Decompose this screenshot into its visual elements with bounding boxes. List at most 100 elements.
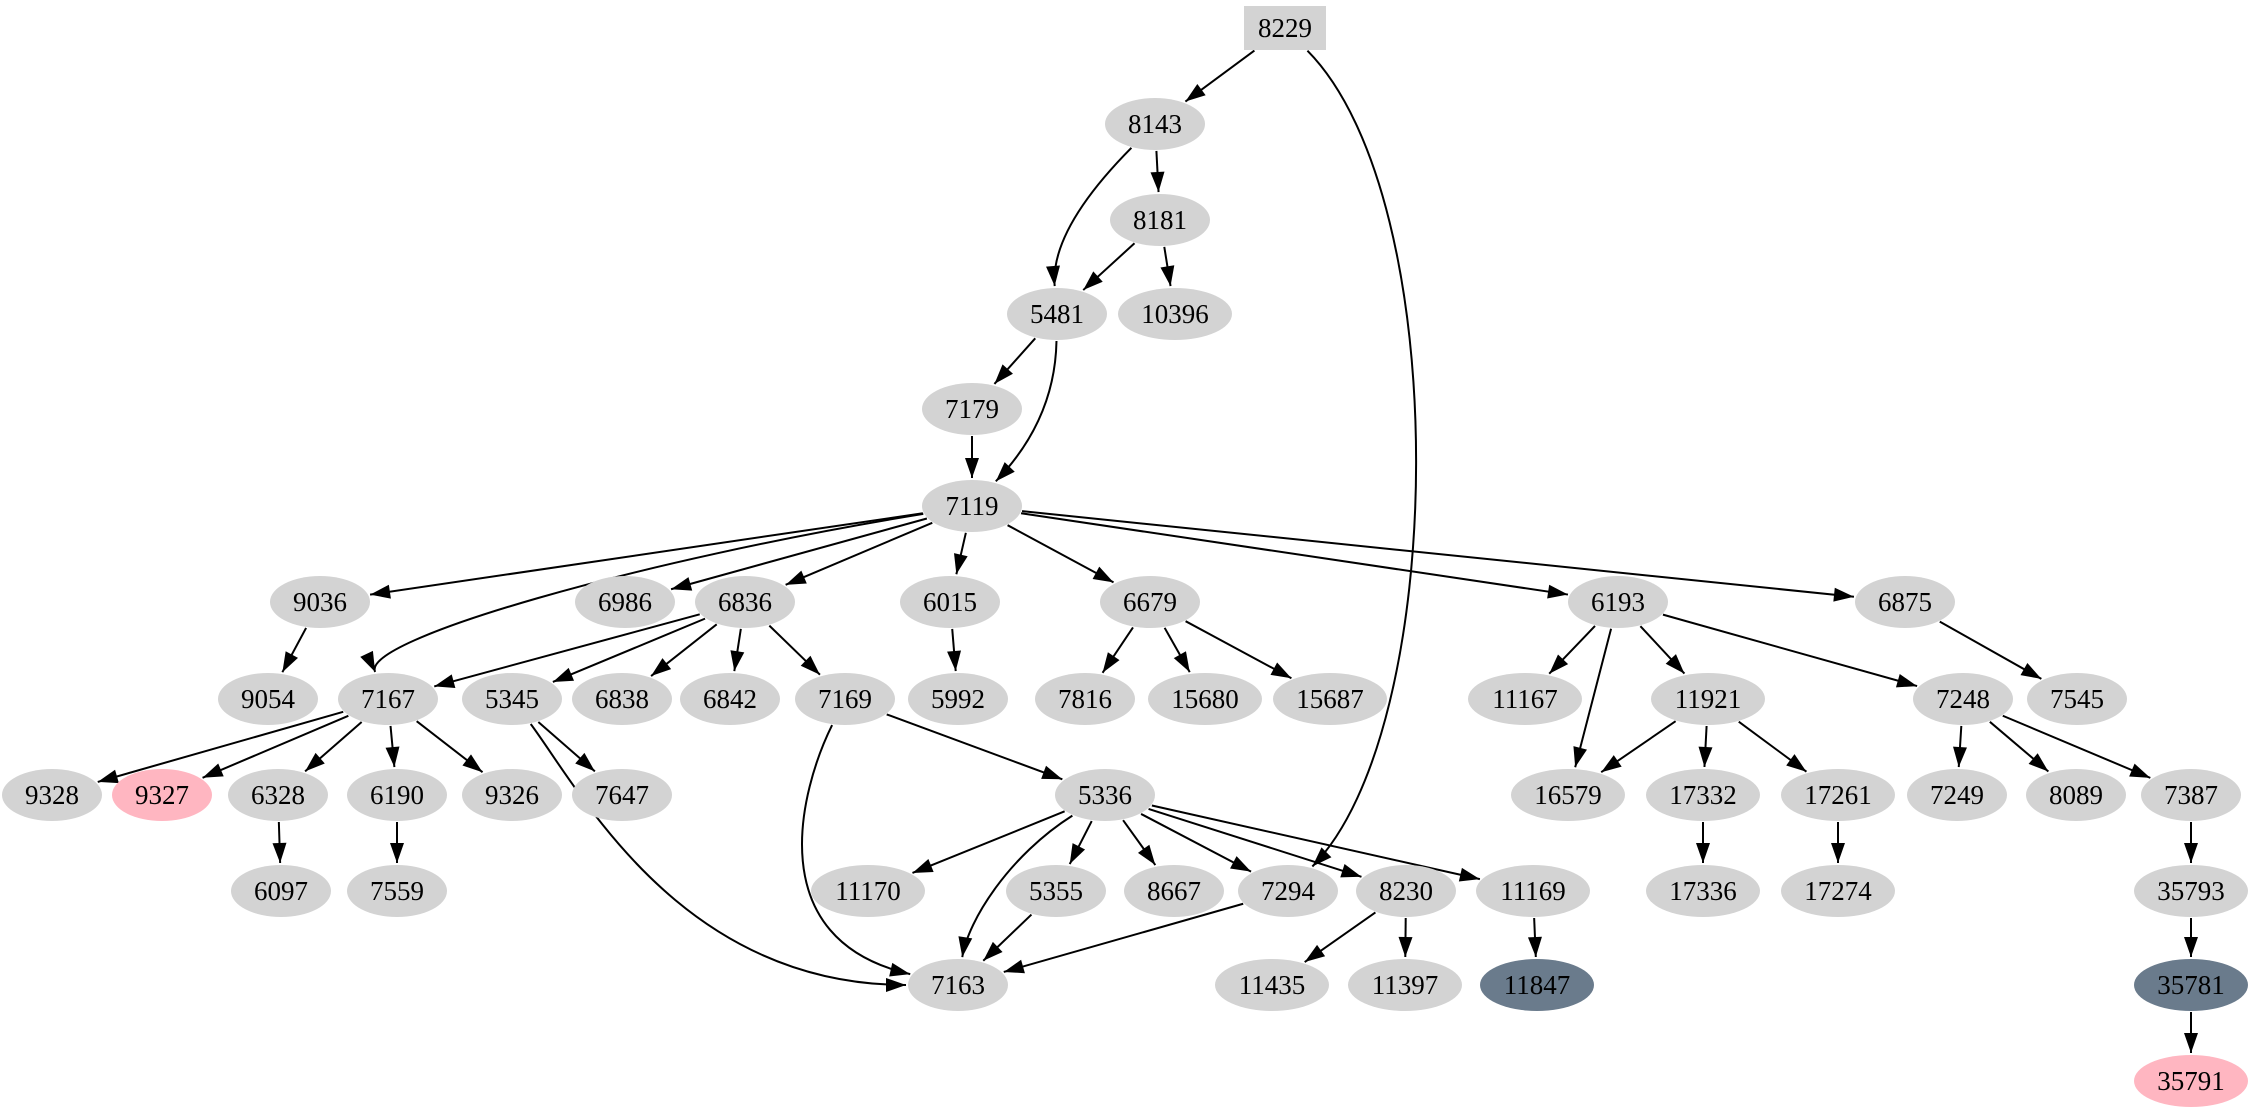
- graph-edge-11921-17261: [1738, 720, 1808, 773]
- graph-edge-6679-15687: [1185, 620, 1292, 680]
- graph-edge-5336-11170: [912, 810, 1066, 874]
- node-ellipse-shape: [462, 769, 562, 821]
- graph-node-8230: 8230: [1356, 865, 1456, 917]
- node-ellipse-shape: [1907, 769, 2007, 821]
- node-ellipse-shape: [1100, 576, 1200, 628]
- graph-node-7167: 7167: [338, 673, 438, 725]
- graph-node-15680: 15680: [1148, 673, 1262, 725]
- node-ellipse-shape: [572, 769, 672, 821]
- graph-node-35781: 35781: [2134, 959, 2248, 1011]
- graph-edge-8230-11435: [1304, 911, 1376, 963]
- node-ellipse-shape: [1118, 288, 1232, 340]
- graph-node-11169: 11169: [1476, 865, 1590, 917]
- node-ellipse-shape: [922, 383, 1022, 435]
- node-ellipse-shape: [1855, 576, 1955, 628]
- graph-edge-6193-7248: [1662, 613, 1918, 688]
- node-ellipse-shape: [1511, 769, 1625, 821]
- graph-edge-7248-7249: [1953, 725, 1967, 768]
- node-ellipse-shape: [1468, 673, 1582, 725]
- graph-edge-7119-6875: [1021, 510, 1855, 602]
- graph-node-7248: 7248: [1913, 673, 2013, 725]
- node-ellipse-shape: [2027, 673, 2127, 725]
- graph-node-5481: 5481: [1007, 288, 1107, 340]
- graph-edge-8143-8181: [1150, 150, 1165, 193]
- graph-node-5355: 5355: [1006, 865, 1106, 917]
- node-ellipse-shape: [2026, 769, 2126, 821]
- graph-edge-7119-6986: [670, 517, 928, 591]
- graph-node-35791: 35791: [2134, 1055, 2248, 1107]
- graph-node-7169: 7169: [795, 673, 895, 725]
- node-ellipse-shape: [1781, 865, 1895, 917]
- graph-edge-7167-9327: [202, 714, 349, 779]
- node-ellipse-shape: [338, 673, 438, 725]
- node-ellipse-shape: [1913, 673, 2013, 725]
- graph-edge-6015-5992: [947, 628, 962, 672]
- graph-edge-7169-7163: [801, 724, 911, 977]
- node-ellipse-shape: [2134, 1055, 2248, 1107]
- node-ellipse-shape: [1480, 959, 1594, 1011]
- node-ellipse-shape: [1651, 673, 1765, 725]
- graph-edge-11921-17332: [1698, 725, 1713, 768]
- graph-node-35793: 35793: [2134, 865, 2248, 917]
- node-ellipse-shape: [228, 769, 328, 821]
- node-ellipse-shape: [1568, 576, 1668, 628]
- node-ellipse-shape: [900, 576, 1000, 628]
- graph-edge-7248-7387: [2002, 714, 2151, 779]
- graph-edge-8229-7294: [1306, 50, 1418, 868]
- graph-edge-6679-15680: [1163, 627, 1191, 673]
- graph-node-9328: 9328: [2, 769, 102, 821]
- node-ellipse-shape: [1035, 673, 1135, 725]
- graph-node-5992: 5992: [908, 673, 1008, 725]
- graph-edge-5336-8230: [1148, 807, 1362, 878]
- node-ellipse-shape: [572, 673, 672, 725]
- graph-node-6190: 6190: [347, 769, 447, 821]
- node-ellipse-shape: [462, 673, 562, 725]
- node-ellipse-shape: [112, 769, 212, 821]
- graph-edge-7167-9328: [97, 710, 344, 784]
- graph-edge-7119-6836: [785, 521, 933, 586]
- graph-edge-9036-9054: [281, 627, 307, 673]
- graph-edge-5481-7119: [995, 340, 1058, 483]
- node-ellipse-shape: [1356, 865, 1456, 917]
- node-ellipse-shape: [347, 769, 447, 821]
- graph-node-6838: 6838: [572, 673, 672, 725]
- graph-node-7179: 7179: [922, 383, 1022, 435]
- graph-node-7294: 7294: [1238, 865, 1338, 917]
- node-ellipse-shape: [218, 673, 318, 725]
- graph-node-6679: 6679: [1100, 576, 1200, 628]
- node-ellipse-shape: [1215, 959, 1329, 1011]
- graph-edge-5336-7163: [958, 814, 1073, 958]
- graph-node-5345: 5345: [462, 673, 562, 725]
- graph-node-6328: 6328: [228, 769, 328, 821]
- graph-node-8089: 8089: [2026, 769, 2126, 821]
- graph-node-17261: 17261: [1781, 769, 1895, 821]
- graph-node-15687: 15687: [1273, 673, 1387, 725]
- node-ellipse-shape: [908, 959, 1008, 1011]
- graph-edge-7119-7167: [360, 512, 924, 673]
- graph-edge-6679-7816: [1101, 626, 1134, 674]
- graph-edge-8229-8143: [1184, 49, 1255, 103]
- node-ellipse-shape: [2134, 959, 2248, 1011]
- graph-edge-5336-8667: [1122, 819, 1157, 866]
- graph-edge-5336-7294: [1140, 813, 1252, 873]
- graph-edge-5345-7163: [529, 723, 907, 992]
- graph-node-7249: 7249: [1907, 769, 2007, 821]
- graph-node-7163: 7163: [908, 959, 1008, 1011]
- graph-node-7816: 7816: [1035, 673, 1135, 725]
- node-ellipse-shape: [1646, 769, 1760, 821]
- graph-node-9327: 9327: [112, 769, 212, 821]
- node-ellipse-shape: [1148, 673, 1262, 725]
- graph-node-11167: 11167: [1468, 673, 1582, 725]
- graph-node-11847: 11847: [1480, 959, 1594, 1011]
- node-ellipse-shape: [347, 865, 447, 917]
- node-ellipse-shape: [908, 673, 1008, 725]
- graph-node-11921: 11921: [1651, 673, 1765, 725]
- graph-edge-6193-16579: [1573, 628, 1613, 768]
- graph-node-5336: 5336: [1055, 769, 1155, 821]
- graph-node-6836: 6836: [695, 576, 795, 628]
- node-ellipse-shape: [1105, 98, 1205, 150]
- graph-edge-8143-5481: [1046, 147, 1133, 287]
